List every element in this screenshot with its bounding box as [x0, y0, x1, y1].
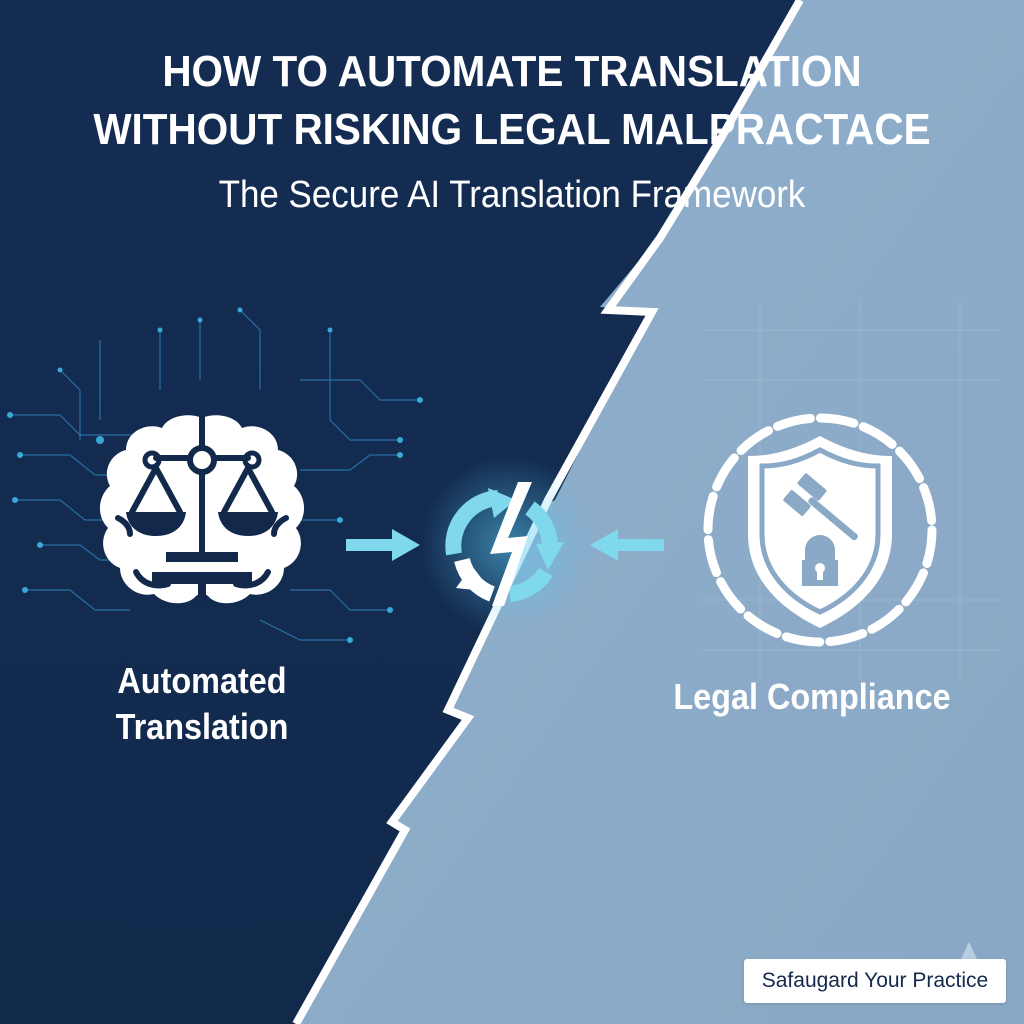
label-line-1: Automated [117, 660, 287, 701]
automated-translation-label: Automated Translation [85, 658, 319, 750]
page-subtitle: The Secure AI Translation Framework [218, 174, 806, 216]
arrow-left-icon [590, 529, 664, 561]
arrow-right-icon [346, 529, 420, 561]
page-title-line-2: WITHOUT RISKING LEGAL MALPRACTACE [93, 105, 931, 154]
legal-compliance-label: Legal Compliance [673, 676, 951, 717]
sync-cycle-arrows-icon [445, 482, 564, 606]
page-title-line-1: HOW TO AUTOMATE TRANSLATION [162, 47, 862, 96]
label-line-2: Translation [115, 706, 289, 747]
safeguard-practice-button[interactable]: Safaugard Your Practice [744, 959, 1006, 1003]
badge-pointer [961, 942, 977, 959]
shield-gavel-lock-chain-icon [703, 413, 937, 647]
brain-with-scales-icon [99, 415, 305, 606]
